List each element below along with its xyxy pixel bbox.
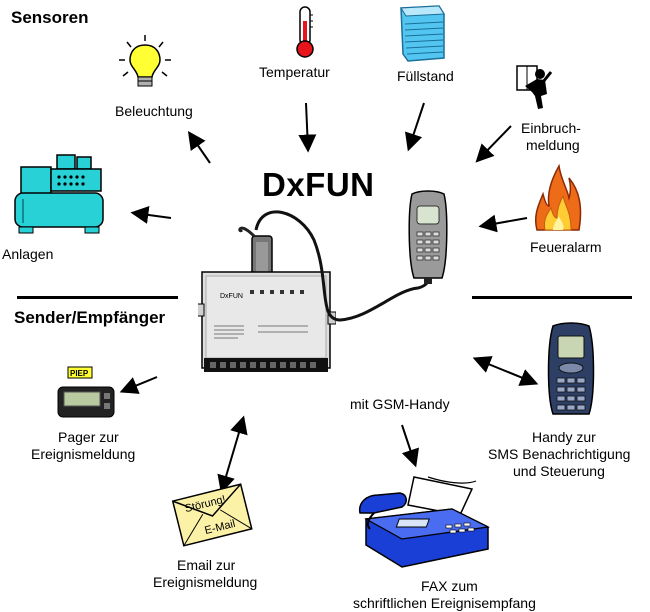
label-pager-line2: Ereignismeldung [31,446,136,462]
module-brand-text: DxFUN [220,293,243,300]
arrow-fill-level [405,102,425,152]
label-handy-line3: und Steuerung [513,463,605,479]
label-temperature: Temperatur [259,64,330,80]
label-fax-line1: FAX zum [421,578,478,594]
section-sender-receiver: Sender/Empfänger [14,308,166,327]
arrow-lighting [187,131,211,164]
thermometer-icon [296,6,314,58]
section-sensors: Sensoren [11,8,89,27]
arrow-installations [130,206,172,224]
label-pager-line1: Pager zur [58,429,119,445]
divider-left [17,296,178,299]
label-fill-level: Füllstand [397,68,454,84]
light-bulb-icon [119,35,171,87]
label-burglary-line1: Einbruch- [521,120,581,136]
label-handy-line1: Handy zur [532,429,596,445]
label-burglary-line2: meldung [526,137,580,153]
label-email-line2: Ereignismeldung [153,574,258,590]
label-email-line1: Email zur [177,557,236,573]
water-tank-icon [400,5,445,62]
burglar-icon [516,65,553,109]
control-module-icon: DxFUN [198,226,336,372]
gsm-phone-icon [408,190,448,284]
label-installations: Anlagen [2,246,54,262]
arrow-email [217,415,248,494]
fax-icon [358,476,490,568]
envelope-icon: Störung! E-Mail [171,483,253,547]
label-handy-line2: SMS Benachrichtigung [488,446,631,462]
pager-badge-text: PIEP [70,369,89,378]
diagram-title: DxFUN [262,166,375,203]
arrow-burglary [475,125,512,163]
arrow-fax [401,424,419,468]
pager-icon: PIEP [57,366,115,418]
arrow-temperature [298,102,317,153]
arrow-fire-alarm [478,214,528,233]
label-fire-alarm: Feueralarm [530,239,602,255]
label-fax-line2: schriftlichen Ereignisempfang [353,595,536,611]
fire-icon [534,163,582,231]
mobile-phone-icon [547,322,595,415]
divider-right [472,296,632,299]
machine-icon [14,154,104,234]
label-lighting: Beleuchtung [115,103,193,119]
arrow-pager [119,376,158,394]
arrow-handy [472,356,539,386]
label-gsm-phone: mit GSM-Handy [350,396,450,412]
